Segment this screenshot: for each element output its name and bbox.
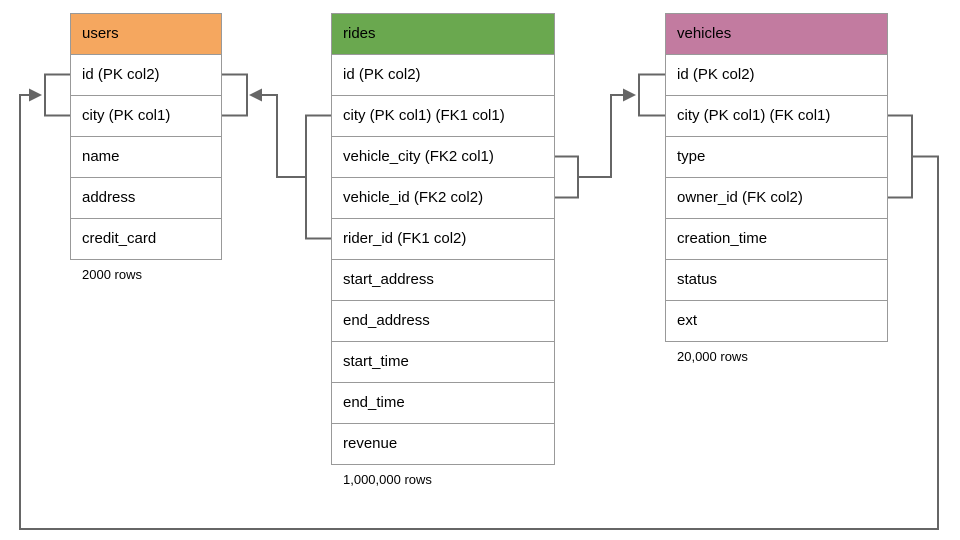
table-row: type bbox=[666, 136, 887, 177]
table-row: vehicle_city (FK2 col1) bbox=[332, 136, 554, 177]
table-row: city (PK col1) bbox=[71, 95, 221, 136]
table-row: id (PK col2) bbox=[332, 54, 554, 95]
table-row: id (PK col2) bbox=[71, 54, 221, 95]
relationship-vehicles-users bbox=[19, 73, 939, 530]
table-row: city (PK col1) (FK col1) bbox=[666, 95, 887, 136]
rides-right-bracket bbox=[555, 155, 579, 199]
row-count-label: 20,000 rows bbox=[677, 349, 748, 364]
vehicles-right-bracket bbox=[888, 114, 913, 199]
table-header-users: users bbox=[71, 14, 221, 54]
table-row: address bbox=[71, 177, 221, 218]
table-header-rides: rides bbox=[332, 14, 554, 54]
table-row: end_address bbox=[332, 300, 554, 341]
fk-arrowhead bbox=[29, 88, 42, 102]
table-row: start_address bbox=[332, 259, 554, 300]
table-row: revenue bbox=[332, 423, 554, 464]
row-count-label: 1,000,000 rows bbox=[343, 472, 432, 487]
table-row: end_time bbox=[332, 382, 554, 423]
table-row: id (PK col2) bbox=[666, 54, 887, 95]
table-row: owner_id (FK col2) bbox=[666, 177, 887, 218]
row-count-label: 2000 rows bbox=[82, 267, 142, 282]
fk2-elbow-line bbox=[578, 94, 633, 178]
table-row: status bbox=[666, 259, 887, 300]
table-row: credit_card bbox=[71, 218, 221, 259]
table-row: city (PK col1) (FK1 col1) bbox=[332, 95, 554, 136]
relationship-rides-vehicles bbox=[555, 73, 665, 199]
users-left-bracket bbox=[44, 73, 70, 117]
fk1-elbow-line bbox=[252, 94, 306, 178]
fk1-arrowhead bbox=[249, 88, 262, 102]
rides-left-bracket bbox=[305, 114, 331, 240]
table-row: ext bbox=[666, 300, 887, 341]
table-row: rider_id (FK1 col2) bbox=[332, 218, 554, 259]
table-row: start_time bbox=[332, 341, 554, 382]
vehicles-left-bracket bbox=[638, 73, 665, 117]
table-row: name bbox=[71, 136, 221, 177]
table-header-vehicles: vehicles bbox=[666, 14, 887, 54]
relationship-rides-users bbox=[222, 73, 331, 240]
table-row: creation_time bbox=[666, 218, 887, 259]
users-right-bracket bbox=[222, 73, 248, 117]
fk-loop-line bbox=[19, 94, 939, 530]
table-row: vehicle_id (FK2 col2) bbox=[332, 177, 554, 218]
fk2-arrowhead bbox=[623, 88, 636, 102]
